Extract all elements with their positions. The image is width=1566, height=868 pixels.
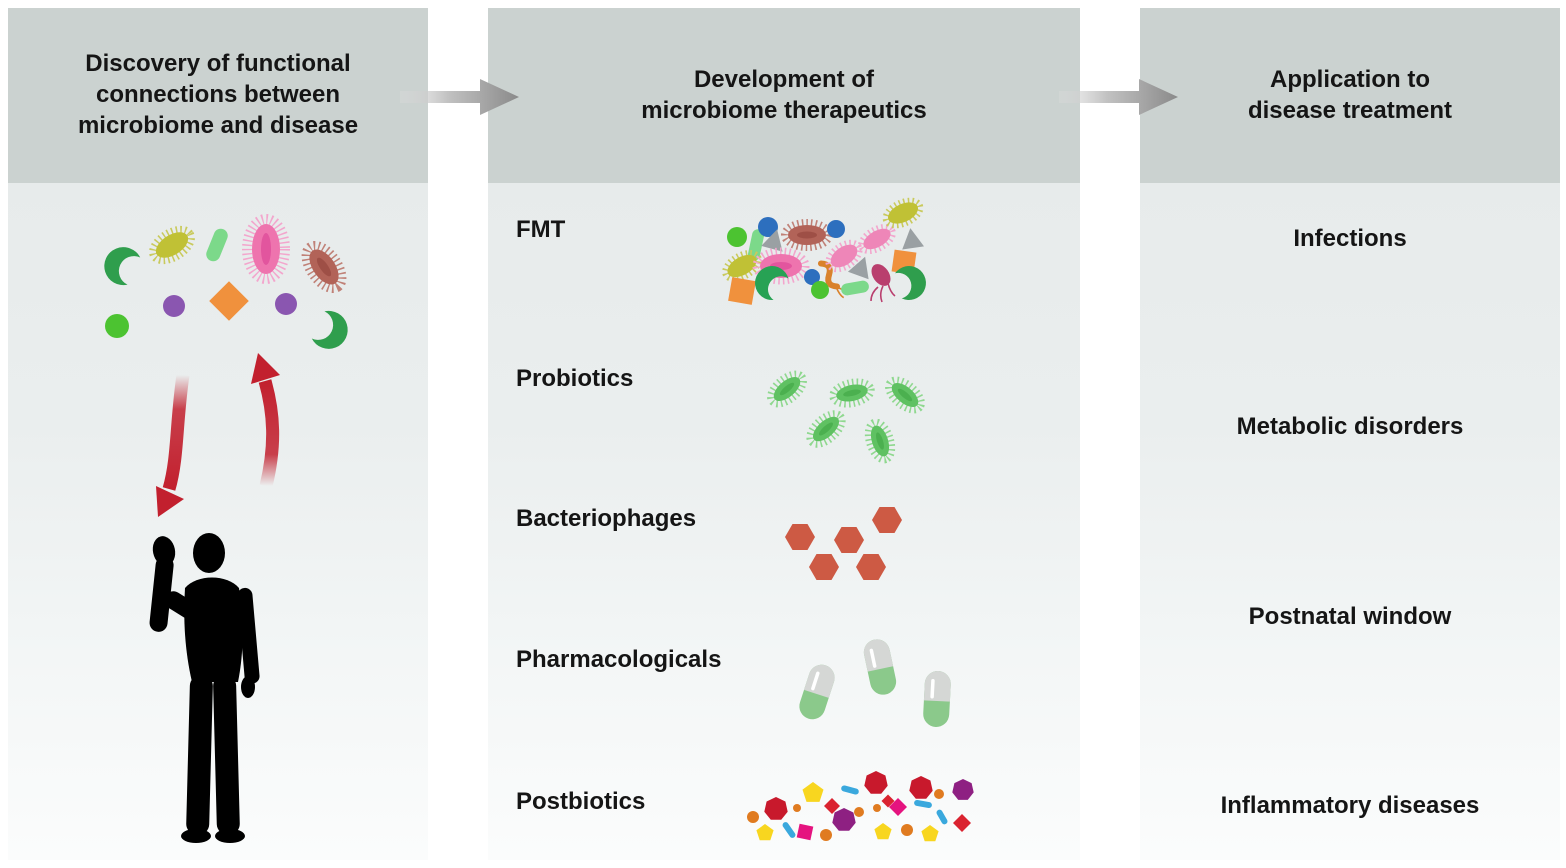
therapeutics-illustrations [722,197,974,842]
hairy-bacterium-olive-icon [149,225,195,265]
panel-discovery-title: Discovery of functional connections betw… [77,50,359,139]
capsule-pill-icon [799,664,835,720]
microbe-diamond-orange-icon [209,281,249,321]
bacteria-crescent-icon [104,247,141,286]
app-item-infections: Infections [1293,225,1407,252]
microbe-circle-purple-icon [275,293,297,315]
microbe-circle-green-icon [105,314,129,338]
capsule-pills-illustration [799,639,951,727]
bacteriophage-hexagons-illustration [785,507,902,580]
flow-arrow-icon [1059,79,1178,115]
row-label-probiotics: Probiotics [516,365,634,392]
panel-development: Development of microbiome therapeutics F… [488,8,1080,860]
row-label-bacteriophages: Bacteriophages [516,505,697,532]
postbiotics-confetti-illustration [747,771,974,842]
hairy-bacterium-brown-icon [301,240,347,294]
app-item-metabolic-disorders: Metabolic disorders [1236,413,1464,440]
flagellated-bacterium-icon [870,264,896,303]
panel-discovery-body [8,183,428,860]
panel-development-header: Development of microbiome therapeutics [488,8,1080,183]
capsule-pill-icon [923,671,951,727]
bacteria-crescent-icon [311,310,348,349]
panel-discovery-header: Discovery of functional connections betw… [8,8,428,183]
panel-application: Application to disease treatment Infecti… [1140,8,1560,860]
panel-application-body: Infections Metabolic disorders Postnatal… [1140,183,1560,860]
panel-development-body: FMT Probiotics Bacteriophages Pharmacolo… [488,183,1080,860]
flow-arrow-icon [400,79,519,115]
discovery-illustration [104,214,348,843]
panel-application-title: Application to disease treatment [1247,65,1453,124]
capsule-pill-icon [863,639,897,695]
app-item-inflammatory-diseases: Inflammatory diseases [1220,792,1480,819]
human-silhouette [149,533,260,843]
bacteria-rod-icon [206,228,228,262]
panel-application-header: Application to disease treatment [1140,8,1560,183]
probiotics-illustration [767,370,925,464]
app-item-postnatal-window: Postnatal window [1248,603,1452,630]
hairy-bacterium-pink-icon [242,214,290,284]
row-label-postbiotics: Postbiotics [516,788,646,815]
red-arrow-up-icon [251,353,280,488]
panel-discovery: Discovery of functional connections betw… [8,8,428,860]
panel-development-title: Development of microbiome therapeutics [641,65,927,124]
microbe-circle-purple-icon [163,295,185,317]
fmt-microbes-illustration [722,197,926,305]
red-arrow-down-icon [156,374,190,517]
microbe-cluster [104,214,348,349]
row-label-pharmacologicals: Pharmacologicals [516,646,722,673]
row-label-fmt: FMT [516,216,566,243]
